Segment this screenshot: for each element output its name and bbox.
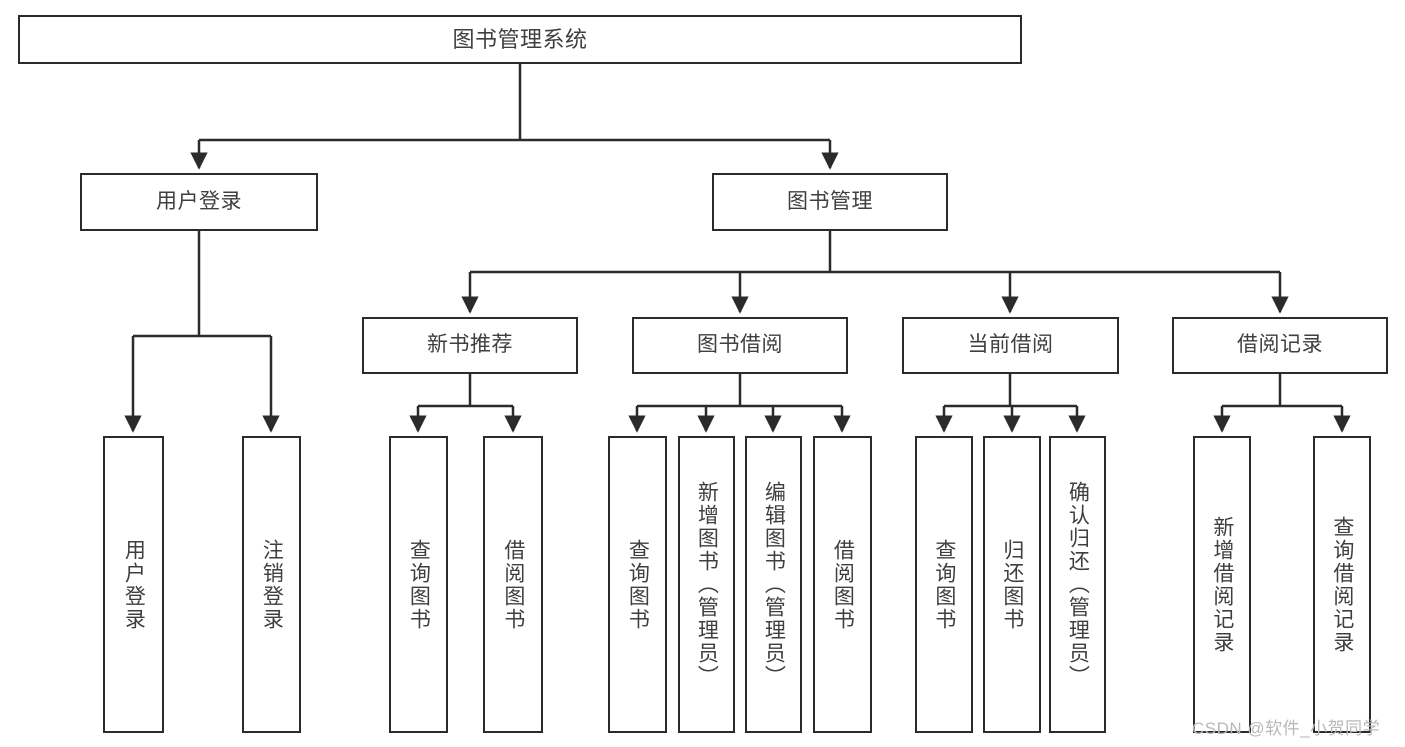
node-leaf-confirm-return-admin-label: 确认归还（管理员）	[1066, 481, 1090, 688]
node-borrow-record-label: 借阅记录	[1237, 333, 1323, 357]
node-leaf-query-book-2[interactable]: 查询图书	[608, 436, 667, 733]
node-leaf-logout-login[interactable]: 注销登录	[242, 436, 301, 733]
node-leaf-add-book-admin-label: 新增图书（管理员）	[695, 481, 719, 688]
node-leaf-query-book-3[interactable]: 查询图书	[915, 436, 973, 733]
node-leaf-query-book-1-label: 查询图书	[407, 538, 431, 631]
node-leaf-query-book-3-label: 查询图书	[932, 538, 956, 631]
node-leaf-edit-book-admin[interactable]: 编辑图书（管理员）	[745, 436, 802, 733]
node-book-management[interactable]: 图书管理	[712, 173, 948, 231]
node-leaf-user-login-label: 用户登录	[122, 538, 146, 631]
node-leaf-query-book-2-label: 查询图书	[626, 538, 650, 631]
node-borrow-record[interactable]: 借阅记录	[1172, 317, 1388, 374]
node-leaf-edit-book-admin-label: 编辑图书（管理员）	[762, 481, 786, 688]
node-root-label: 图书管理系统	[452, 26, 588, 52]
node-leaf-borrow-book-2-label: 借阅图书	[831, 538, 855, 631]
node-leaf-borrow-book-1[interactable]: 借阅图书	[483, 436, 543, 733]
node-leaf-add-borrow-record-label: 新增借阅记录	[1210, 515, 1234, 654]
node-user-login-label: 用户登录	[156, 189, 242, 213]
node-book-borrow-label: 图书借阅	[697, 333, 783, 357]
node-leaf-return-book-label: 归还图书	[1000, 538, 1024, 631]
node-leaf-query-book-1[interactable]: 查询图书	[389, 436, 448, 733]
node-book-management-label: 图书管理	[787, 189, 873, 213]
node-leaf-add-borrow-record[interactable]: 新增借阅记录	[1193, 436, 1251, 733]
node-book-borrow[interactable]: 图书借阅	[632, 317, 848, 374]
node-new-book-recommend[interactable]: 新书推荐	[362, 317, 578, 374]
node-leaf-query-borrow-record-label: 查询借阅记录	[1330, 515, 1354, 654]
node-leaf-confirm-return-admin[interactable]: 确认归还（管理员）	[1049, 436, 1106, 733]
node-leaf-return-book[interactable]: 归还图书	[983, 436, 1041, 733]
node-leaf-add-book-admin[interactable]: 新增图书（管理员）	[678, 436, 735, 733]
node-leaf-logout-login-label: 注销登录	[260, 538, 284, 631]
node-root[interactable]: 图书管理系统	[18, 15, 1022, 64]
node-leaf-query-borrow-record[interactable]: 查询借阅记录	[1313, 436, 1371, 733]
node-current-borrow[interactable]: 当前借阅	[902, 317, 1119, 374]
watermark-text: CSDN @软件_小贺同学	[1192, 719, 1381, 738]
node-new-book-recommend-label: 新书推荐	[427, 333, 513, 357]
node-leaf-borrow-book-2[interactable]: 借阅图书	[813, 436, 872, 733]
node-user-login[interactable]: 用户登录	[80, 173, 318, 231]
node-leaf-borrow-book-1-label: 借阅图书	[501, 538, 525, 631]
node-leaf-user-login[interactable]: 用户登录	[103, 436, 164, 733]
node-current-borrow-label: 当前借阅	[967, 333, 1054, 357]
